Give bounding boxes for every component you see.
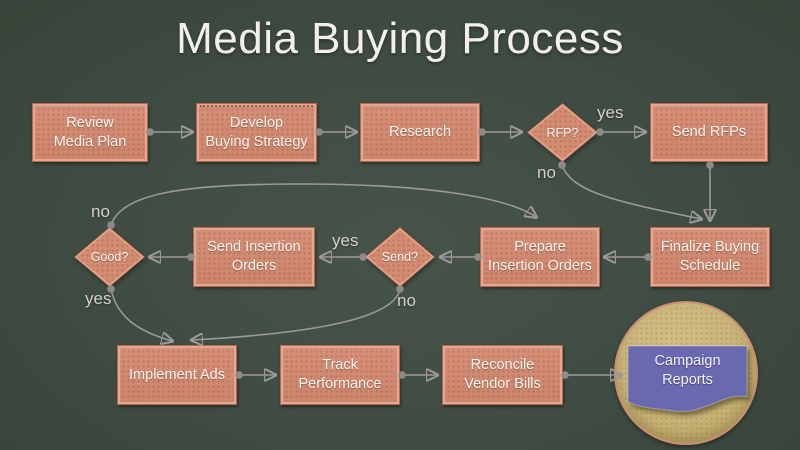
node-reconcile-vendor-bills: Reconcile Vendor Bills [442, 345, 563, 405]
node-label: Prepare Insertion Orders [488, 239, 592, 274]
connector-rfp-no-finalize [562, 165, 701, 219]
node-send-insertion-orders: Send Insertion Orders [193, 227, 315, 287]
node-send-decision: Send? [365, 227, 435, 287]
node-label: RFP? [546, 125, 579, 140]
node-label: Review Media Plan [53, 114, 127, 150]
document-shape-icon [627, 345, 748, 413]
node-rfp-decision: RFP? [527, 103, 598, 162]
node-label: Send Insertion Orders [207, 239, 301, 274]
node-label: Send? [381, 250, 419, 264]
edge-label-rfp-no: no [537, 163, 556, 182]
node-label: Campaign Reports [654, 353, 721, 388]
connector-good-no-prepare [111, 183, 536, 225]
node-label: Implement Ads [129, 366, 225, 383]
node-label: Send RFPs [671, 124, 747, 141]
node-send-rfps: Send RFPs [650, 103, 768, 162]
edge-label-send-yes: yes [332, 231, 359, 250]
edge-label-send-no: no [397, 291, 416, 310]
node-campaign-reports: Campaign Reports [627, 345, 748, 413]
node-label: Finalize Buying Schedule [660, 239, 760, 274]
node-develop-buying-strategy: Develop Buying Strategy [196, 103, 317, 162]
node-finalize-buying-schedule: Finalize Buying Schedule [650, 227, 770, 287]
page-title: Media Buying Process [176, 14, 624, 63]
node-label: Research [388, 124, 452, 141]
connector-good-yes-implement [111, 289, 172, 341]
node-track-performance: Track Performance [280, 345, 400, 405]
node-implement-ads: Implement Ads [117, 345, 237, 405]
connector-send-no-implement [192, 289, 400, 340]
node-good-decision: Good? [74, 227, 145, 287]
edge-label-rfp-yes: yes [597, 103, 624, 122]
node-label: Track Performance [298, 357, 382, 392]
node-review-media-plan: Review Media Plan [32, 103, 148, 162]
edge-label-good-yes: yes [85, 289, 112, 308]
node-label: Good? [90, 250, 129, 264]
node-label: Develop Buying Strategy [205, 114, 308, 150]
node-research: Research [360, 103, 480, 162]
node-prepare-insertion-orders: Prepare Insertion Orders [480, 227, 600, 287]
node-label: Reconcile Vendor Bills [464, 357, 541, 392]
edge-label-good-no: no [91, 202, 110, 221]
